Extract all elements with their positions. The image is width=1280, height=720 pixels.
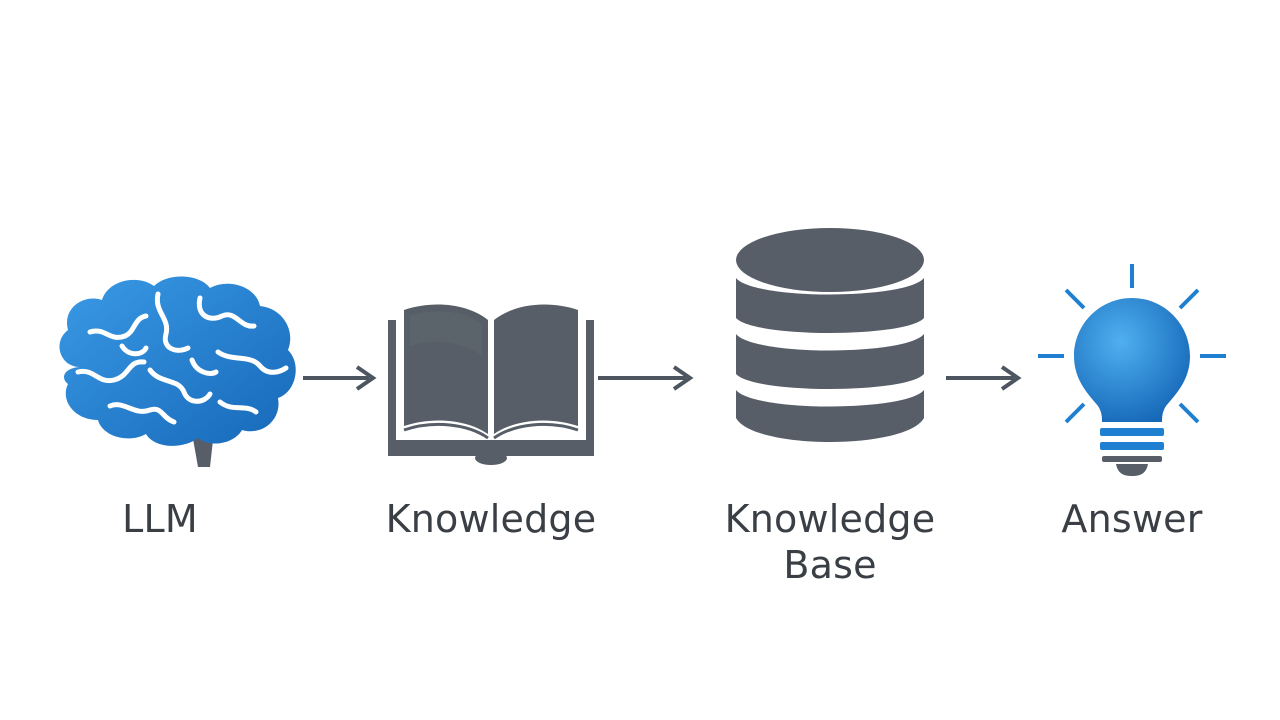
open-book-icon (384, 296, 598, 468)
arrow-llm-to-knowledge (303, 364, 377, 392)
arrow-knowledge-base-to-answer (946, 364, 1022, 392)
node-label-knowledge-base: Knowledge Base (690, 496, 970, 588)
node-label-llm: LLM (122, 497, 198, 541)
node-label-answer: Answer (1061, 497, 1203, 541)
lightbulb-icon (1036, 262, 1228, 480)
database-icon (734, 226, 926, 448)
node-label-knowledge-base-line2: Base (783, 543, 877, 587)
arrow-knowledge-to-knowledge-base (598, 364, 694, 392)
node-label-knowledge-base-line1: Knowledge (724, 497, 936, 541)
node-label-knowledge: Knowledge (385, 497, 597, 541)
brain-icon (50, 272, 300, 472)
